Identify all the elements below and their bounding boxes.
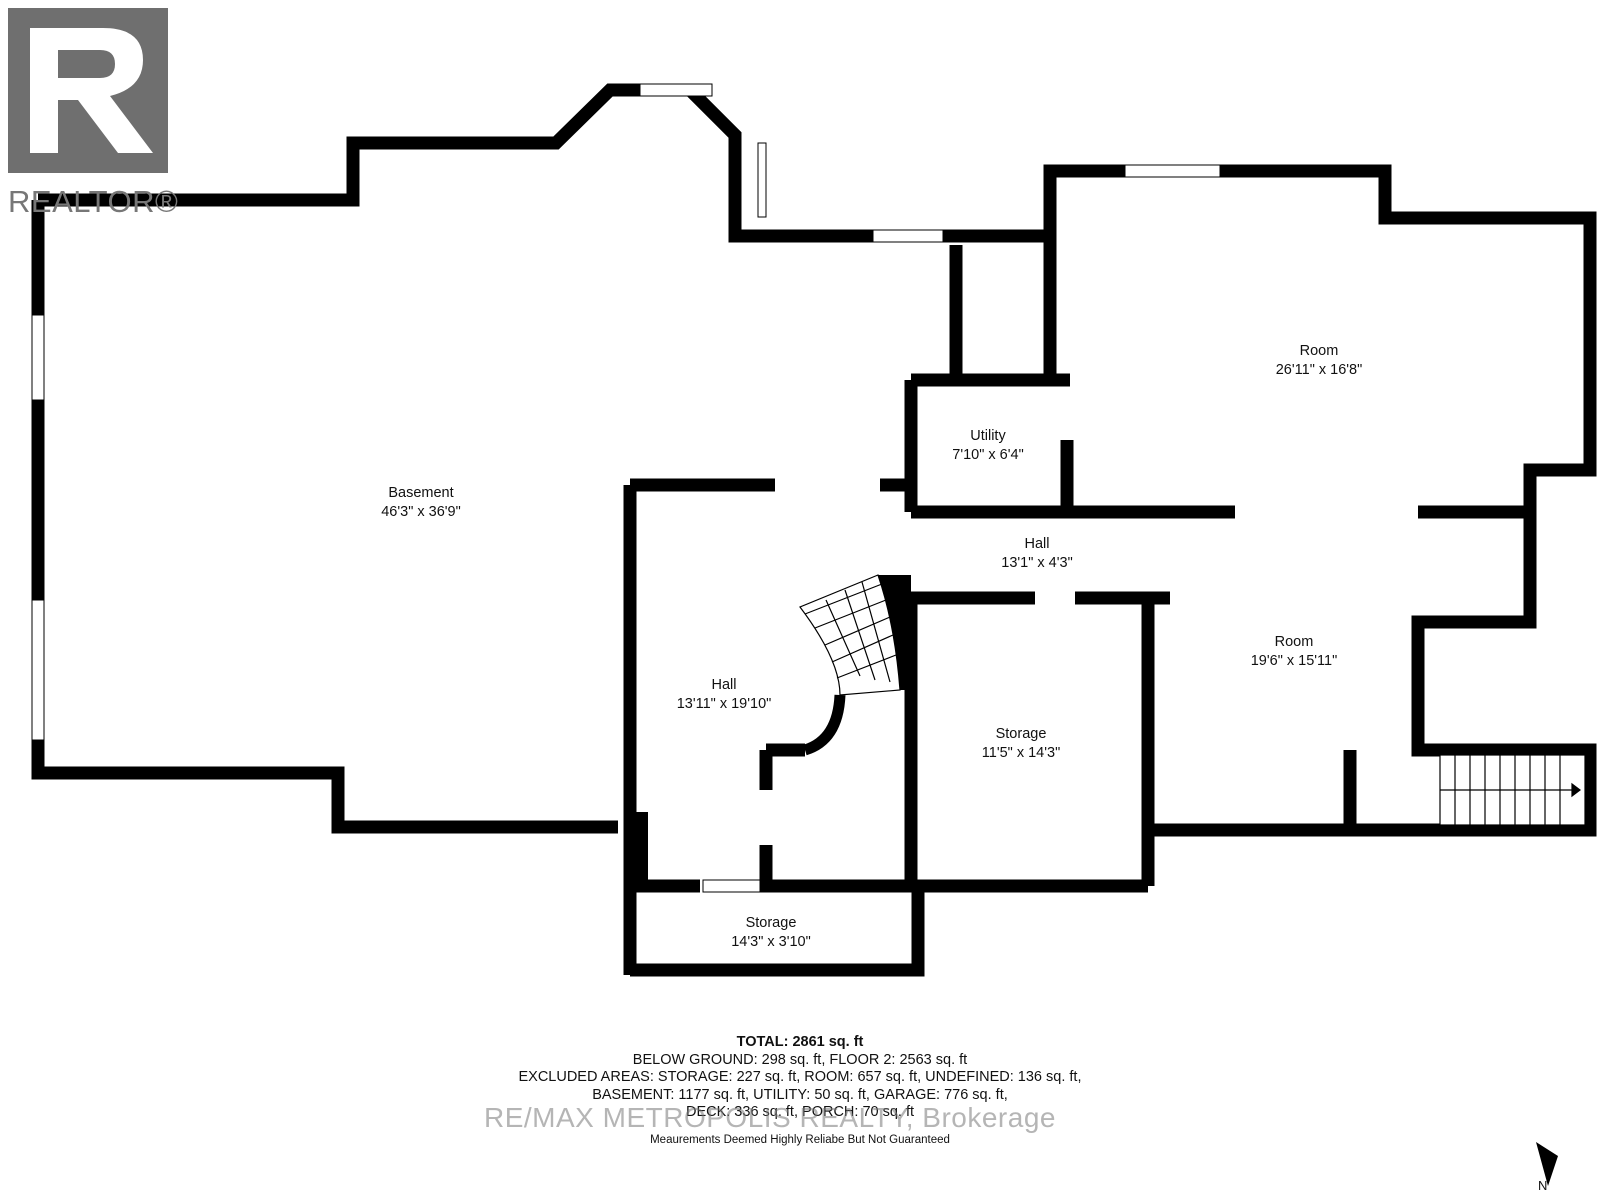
room-label-storage-mid: Storage 11'5" x 14'3" xyxy=(982,725,1060,763)
summary-line: BASEMENT: 1177 sq. ft, UTILITY: 50 sq. f… xyxy=(592,1086,1008,1103)
storage-bottom-wall-right xyxy=(630,879,925,977)
room-dims: 19'6" x 15'11" xyxy=(1250,653,1338,669)
room-dims: 13'1" x 4'3" xyxy=(1001,555,1073,571)
basement-wall xyxy=(38,83,918,243)
room-label-storage-bottom: Storage 14'3" x 3'10" xyxy=(731,914,811,952)
summary-line: DECK: 336 sq. ft, PORCH: 70 sq. ft xyxy=(685,1104,915,1120)
room-dims: 14'3" x 3'10" xyxy=(731,934,811,950)
room-name: Storage xyxy=(995,726,1047,742)
north-arrow-icon xyxy=(1536,1142,1558,1186)
room-label-basement: Basement 46'3" x 36'9" xyxy=(381,484,461,522)
room-name: Room xyxy=(1274,634,1314,650)
realtor-logo-mark xyxy=(8,8,168,173)
straight-staircase xyxy=(1439,754,1586,826)
room-dims: 46'3" x 36'9" xyxy=(381,504,461,520)
room-name: Utility xyxy=(970,428,1006,444)
room-label-hall-central: Hall 13'11" x 19'10" xyxy=(677,676,772,714)
room-label-hall-horizontal: Hall 13'1" x 4'3" xyxy=(1001,535,1072,573)
walls xyxy=(31,83,1597,977)
brokerage-watermark: RE/MAX METROPOLIS REALTY, Brokerage xyxy=(484,1102,1056,1133)
room-dims: 13'11" x 19'10" xyxy=(676,696,772,712)
room-label-room-lower: Room 19'6" x 15'11" xyxy=(1251,633,1338,671)
room-name: Storage xyxy=(745,915,797,931)
total-area: TOTAL: 2861 sq. ft xyxy=(736,1034,864,1050)
basement-left-wall xyxy=(31,200,618,834)
stair-curve-wall xyxy=(803,694,846,756)
room-label-utility: Utility 7'10" x 6'4" xyxy=(952,427,1023,465)
room-dims: 7'10" x 6'4" xyxy=(952,447,1024,463)
room-upper-wall xyxy=(1043,164,1597,509)
room-label-room-upper: Room 26'11" x 16'8" xyxy=(1276,342,1363,380)
north-label: N xyxy=(1538,1178,1548,1193)
curved-staircase xyxy=(799,574,901,696)
windows xyxy=(31,83,1221,893)
room-name: Hall xyxy=(711,677,737,693)
room-name: Basement xyxy=(388,485,454,501)
room-dims: 11'5" x 14'3" xyxy=(981,745,1061,761)
summary-line: BELOW GROUND: 298 sq. ft, FLOOR 2: 2563 … xyxy=(632,1051,968,1068)
utility-divider xyxy=(918,229,1057,375)
room-name: Hall xyxy=(1024,536,1050,552)
room-lower-wall xyxy=(1141,509,1597,837)
realtor-logo-text: REALTOR® xyxy=(8,184,179,219)
area-summary: TOTAL: 2861 sq. ft BELOW GROUND: 298 sq.… xyxy=(0,1034,1600,1122)
storage-bottom-left-solid xyxy=(624,812,648,880)
summary-line: EXCLUDED AREAS: STORAGE: 227 sq. ft, ROO… xyxy=(518,1069,1082,1085)
room-dims: 26'11" x 16'8" xyxy=(1275,362,1363,378)
staircase-solid xyxy=(878,575,911,690)
realtor-logo: REALTOR® xyxy=(8,8,178,219)
disclaimer: Meaurements Deemed Highly Reliabe But No… xyxy=(650,1134,950,1146)
room-name: Room xyxy=(1299,343,1339,359)
